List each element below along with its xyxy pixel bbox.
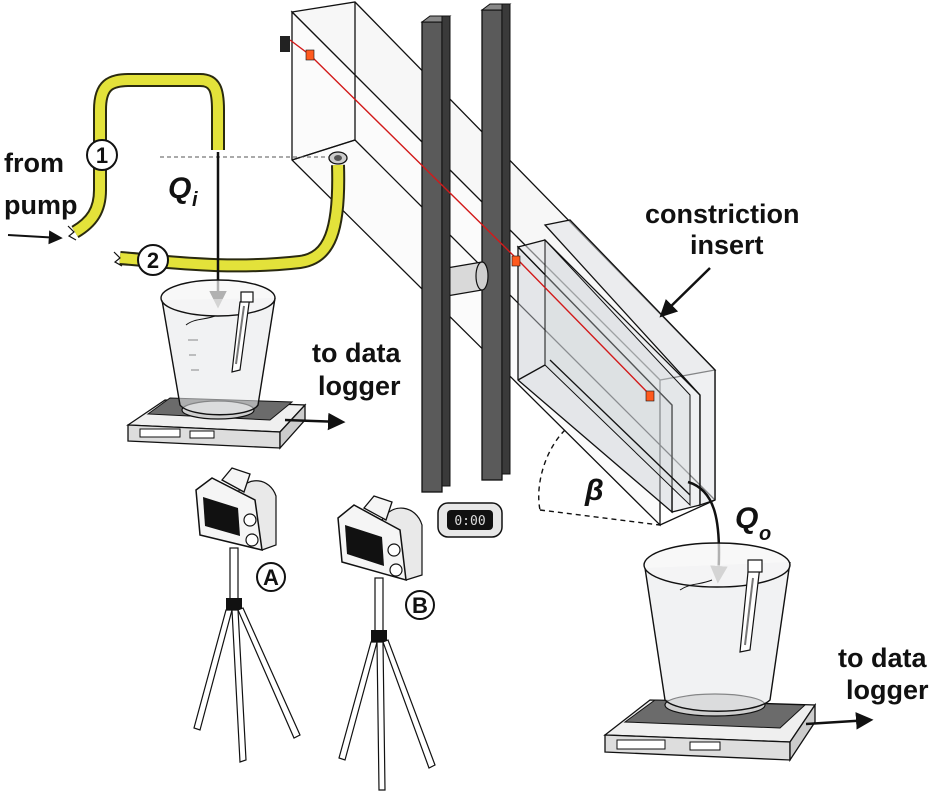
- camera-icon: [337, 495, 423, 582]
- tube-1-marker: 1: [86, 139, 118, 171]
- tube-1: [67, 73, 225, 241]
- outflow: Q o: [687, 480, 771, 584]
- timer-icon: 0:00: [437, 502, 503, 538]
- constriction-insert: [516, 219, 716, 514]
- svg-text:B: B: [412, 593, 428, 618]
- svg-text:Q: Q: [735, 502, 758, 535]
- svg-text:o: o: [759, 523, 771, 545]
- camera-a: A: [193, 467, 301, 763]
- svg-text:0:00: 0:00: [454, 514, 485, 529]
- svg-text:logger: logger: [846, 675, 929, 705]
- data-logger-label-left: to data logger: [284, 338, 401, 431]
- svg-text:1: 1: [96, 143, 108, 168]
- tripod-icon: [193, 547, 301, 763]
- svg-text:Q: Q: [168, 172, 191, 205]
- constriction-label: constriction insert: [645, 199, 800, 318]
- svg-text:to data: to data: [838, 643, 927, 673]
- right-beaker: [643, 542, 791, 717]
- svg-text:β: β: [584, 474, 604, 507]
- arrow-icon: [7, 230, 63, 245]
- support-posts: [420, 3, 512, 493]
- inclination-angle: β: [538, 429, 661, 526]
- svg-text:insert: insert: [690, 230, 764, 260]
- svg-text:to data: to data: [312, 338, 401, 368]
- arrow-icon: [659, 267, 711, 318]
- from-pump-label: from pump: [4, 148, 78, 245]
- svg-text:i: i: [192, 189, 198, 211]
- sensor-icon: [645, 390, 655, 402]
- left-beaker: [160, 279, 276, 420]
- arrow-icon: [805, 712, 874, 730]
- data-logger-label-right: to data logger: [805, 643, 929, 730]
- thermometer-icon: [231, 291, 254, 373]
- sensor-wire: [280, 36, 655, 402]
- svg-text:A: A: [263, 565, 279, 590]
- svg-text:constriction: constriction: [645, 199, 800, 229]
- sensor-icon: [305, 49, 315, 61]
- tripod-icon: [338, 577, 436, 791]
- arrow-icon: [284, 412, 346, 431]
- svg-text:2: 2: [147, 248, 159, 273]
- svg-text:from: from: [4, 148, 64, 178]
- thermometer-icon: [739, 559, 763, 653]
- camera-icon: [195, 467, 277, 551]
- svg-text:pump: pump: [4, 190, 78, 220]
- sensor-icon: [511, 255, 521, 267]
- camera-b: B: [337, 495, 436, 791]
- right-scale: [603, 699, 817, 763]
- inflow-label: Q i: [168, 172, 198, 211]
- tube-2-marker: 2: [137, 244, 169, 276]
- svg-text:logger: logger: [318, 371, 401, 401]
